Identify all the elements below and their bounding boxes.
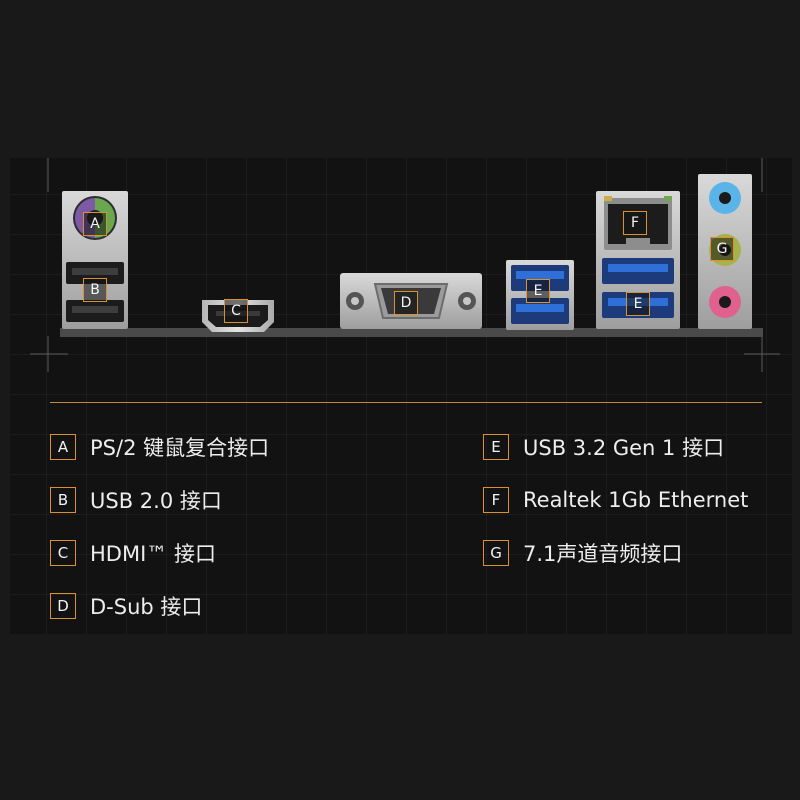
- separator-line: [50, 402, 762, 403]
- legend-letter: A: [50, 434, 76, 460]
- legend-item-b: B USB 2.0 接口: [50, 486, 222, 514]
- legend-letter: F: [483, 487, 509, 513]
- board-edge: [60, 328, 763, 337]
- legend-item-a: A PS/2 键鼠复合接口: [50, 433, 269, 461]
- legend-item-g: G 7.1声道音频接口: [483, 539, 682, 567]
- legend-label: D-Sub 接口: [90, 595, 203, 619]
- marker-hdmi: C: [224, 299, 248, 323]
- legend-letter: B: [50, 487, 76, 513]
- legend-label: PS/2 键鼠复合接口: [90, 436, 270, 460]
- legend-item-c: C HDMI™ 接口: [50, 539, 216, 567]
- marker-lan: F: [623, 211, 647, 235]
- legend-item-d: D D-Sub 接口: [50, 592, 202, 620]
- legend-label: HDMI™ 接口: [90, 542, 216, 566]
- legend-letter: E: [483, 434, 509, 460]
- marker-dsub: D: [394, 291, 418, 315]
- legend-letter: D: [50, 593, 76, 619]
- legend-label: Realtek 1Gb Ethernet: [523, 488, 749, 512]
- marker-usb2: B: [83, 278, 107, 302]
- legend-item-f: F Realtek 1Gb Ethernet: [483, 486, 748, 514]
- marker-usb3-right: E: [626, 292, 650, 316]
- legend-label: USB 3.2 Gen 1 接口: [523, 436, 725, 460]
- legend-letter: C: [50, 540, 76, 566]
- legend-label: USB 2.0 接口: [90, 489, 222, 513]
- legend-letter: G: [483, 540, 509, 566]
- marker-ps2: A: [83, 212, 107, 236]
- marker-audio: G: [710, 237, 734, 261]
- legend-item-e: E USB 3.2 Gen 1 接口: [483, 433, 724, 461]
- legend-label: 7.1声道音频接口: [523, 542, 683, 566]
- crosshair-marks: [30, 158, 780, 372]
- marker-usb3-center: E: [526, 279, 550, 303]
